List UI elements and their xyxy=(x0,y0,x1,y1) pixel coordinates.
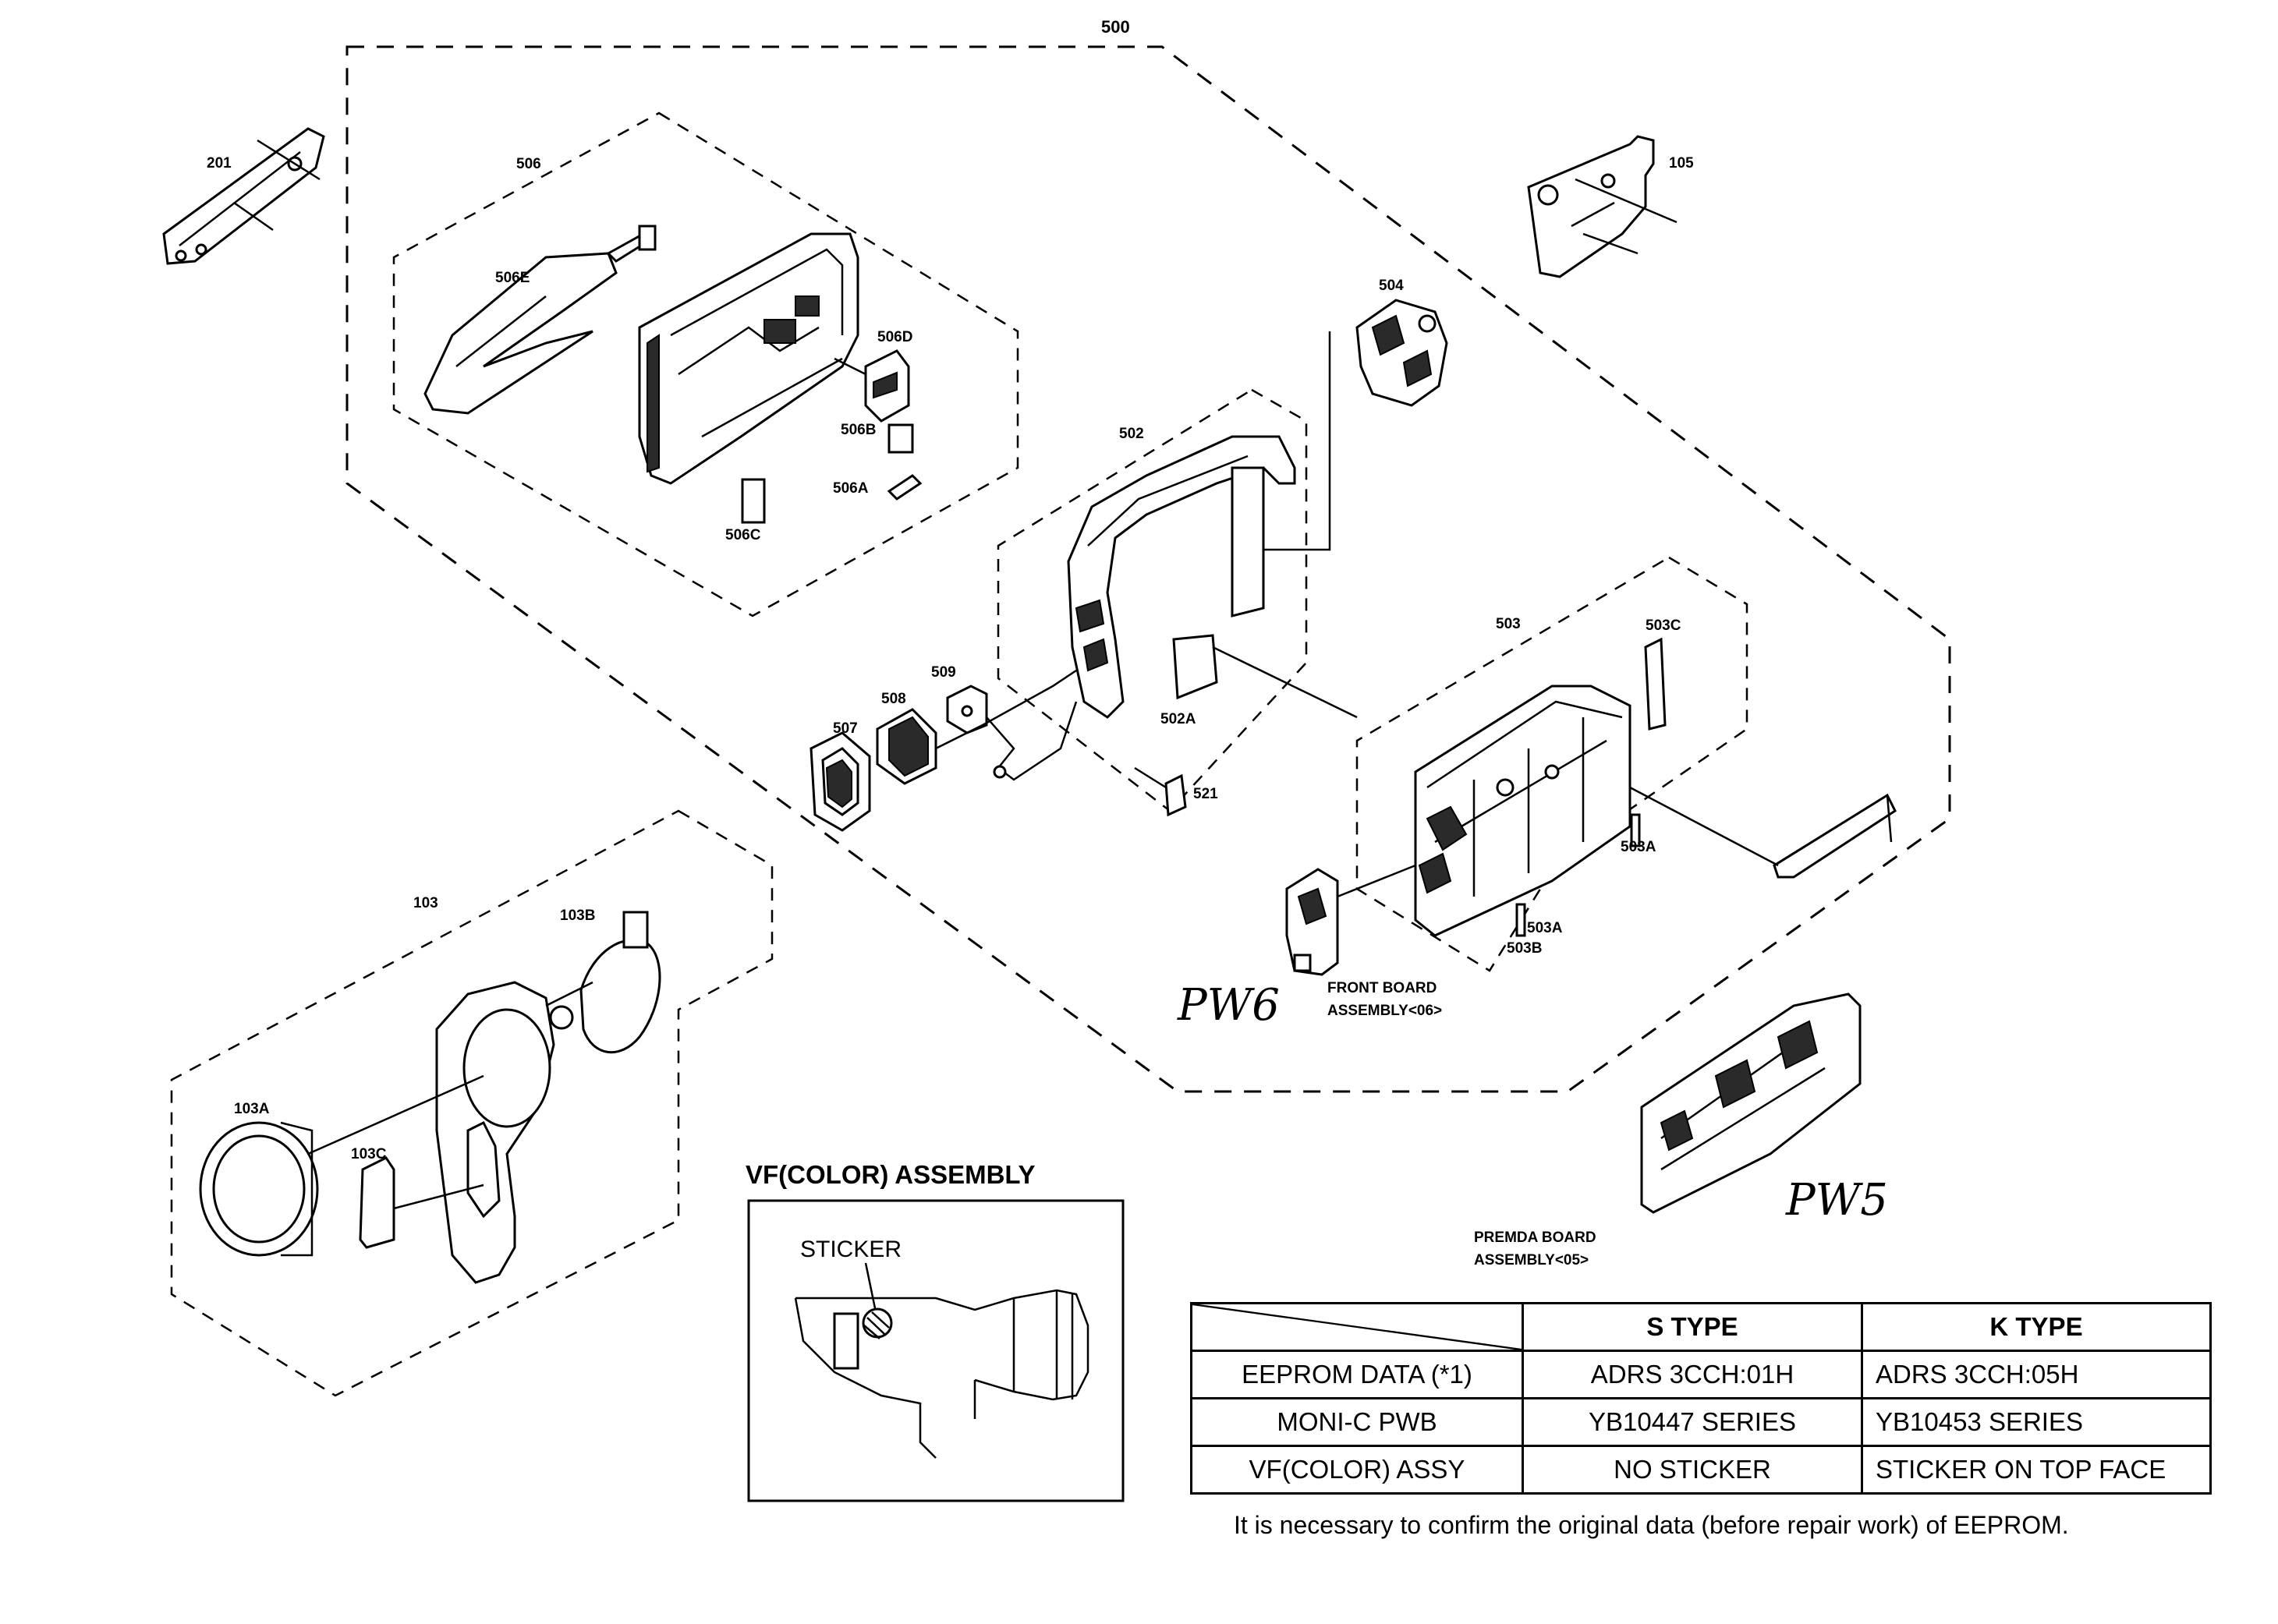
part-105-bracket xyxy=(1527,135,1678,278)
label-506b: 506B xyxy=(841,422,876,438)
assembly-506-outline xyxy=(392,111,1019,617)
part-103a-ring xyxy=(199,1121,319,1257)
label-103b: 103B xyxy=(560,908,595,924)
part-506-grip-case xyxy=(638,232,859,485)
part-103-lens-cover xyxy=(435,981,574,1284)
front-board-label-2: ASSEMBLY<06> xyxy=(1327,1003,1442,1019)
label-103a: 103A xyxy=(234,1101,270,1117)
table-header-row: S TYPE K TYPE xyxy=(1190,1302,2212,1352)
front-board-label-1: FRONT BOARD xyxy=(1327,980,1437,996)
table-cell: VF(COLOR) ASSY xyxy=(1190,1445,1524,1495)
sticker-label: STICKER xyxy=(800,1237,902,1262)
label-500: 500 xyxy=(1101,17,1130,37)
label-503c: 503C xyxy=(1646,617,1681,634)
part-506e-grip-belt xyxy=(423,225,657,415)
part-504 xyxy=(1355,299,1448,407)
label-506a: 506A xyxy=(833,480,869,497)
part-103c xyxy=(359,1156,395,1249)
label-502: 502 xyxy=(1119,426,1144,442)
label-506c: 506C xyxy=(725,527,761,543)
part-506a xyxy=(887,474,923,501)
type-comparison-table: S TYPE K TYPE EEPROM DATA (*1) ADRS 3CCH… xyxy=(1190,1302,2212,1495)
table-header-k-type: K TYPE xyxy=(1861,1302,2212,1352)
label-506d: 506D xyxy=(877,329,912,345)
label-503a-2: 503A xyxy=(1527,920,1563,936)
vf-assembly-frame xyxy=(747,1199,1125,1502)
part-521 xyxy=(1164,773,1187,817)
label-105: 105 xyxy=(1669,155,1694,172)
table-cell: ADRS 3CCH:05H xyxy=(1861,1350,2212,1399)
vf-assembly-title: VF(COLOR) ASSEMBLY xyxy=(746,1160,1036,1189)
part-premda-board xyxy=(1640,992,1862,1214)
part-bracket-right xyxy=(1773,793,1897,879)
table-row: VF(COLOR) ASSY NO STICKER STICKER ON TOP… xyxy=(1190,1445,2212,1495)
premda-label-2: ASSEMBLY<05> xyxy=(1474,1252,1589,1268)
assembly-500-outline xyxy=(345,45,1951,1093)
handwritten-pw6: PW6 xyxy=(1177,980,1280,1031)
part-503c xyxy=(1644,637,1667,731)
table-header-s-type: S TYPE xyxy=(1522,1302,1863,1352)
label-503: 503 xyxy=(1496,616,1521,632)
sticker-mark xyxy=(862,1307,893,1339)
label-504: 504 xyxy=(1379,278,1404,294)
table-row: MONI-C PWB YB10447 SERIES YB10453 SERIES xyxy=(1190,1397,2212,1447)
assembly-103-outline xyxy=(170,809,774,1397)
table-cell: NO STICKER xyxy=(1522,1445,1863,1495)
part-506d xyxy=(864,349,910,423)
table-row: EEPROM DATA (*1) ADRS 3CCH:01H ADRS 3CCH… xyxy=(1190,1350,2212,1399)
table-corner-cell xyxy=(1190,1302,1524,1352)
vf-assembly-drawing xyxy=(794,1262,1089,1459)
part-509 xyxy=(946,685,988,734)
part-503a xyxy=(1515,813,1641,937)
label-509: 509 xyxy=(931,664,956,681)
label-503b: 503B xyxy=(1507,940,1542,957)
label-508: 508 xyxy=(881,691,906,707)
label-103c: 103C xyxy=(351,1146,387,1162)
part-502-frame xyxy=(1067,435,1296,719)
part-506b xyxy=(887,423,914,454)
table-cell: MONI-C PWB xyxy=(1190,1397,1524,1447)
label-507: 507 xyxy=(833,720,858,737)
handwritten-pw5: PW5 xyxy=(1785,1175,1888,1226)
part-201-strap xyxy=(162,127,325,265)
label-103: 103 xyxy=(413,895,438,911)
label-502a: 502A xyxy=(1160,711,1196,727)
part-508-coil xyxy=(876,708,937,785)
table-cell: STICKER ON TOP FACE xyxy=(1861,1445,2212,1495)
table-cell: EEPROM DATA (*1) xyxy=(1190,1350,1524,1399)
table-cell: ADRS 3CCH:01H xyxy=(1522,1350,1863,1399)
part-503-mechanism xyxy=(1414,685,1631,937)
part-502a xyxy=(1172,634,1218,700)
part-front-board xyxy=(1285,868,1339,976)
label-506: 506 xyxy=(516,156,541,172)
label-201: 201 xyxy=(207,155,232,172)
part-506c xyxy=(741,478,766,524)
table-cell: YB10453 SERIES xyxy=(1861,1397,2212,1447)
table-cell: YB10447 SERIES xyxy=(1522,1397,1863,1447)
eeprom-note: It is necessary to confirm the original … xyxy=(1234,1511,2069,1539)
part-507-eyecup xyxy=(810,731,871,832)
label-503a-1: 503A xyxy=(1621,839,1656,855)
label-506e: 506E xyxy=(495,270,530,286)
part-103b-ring xyxy=(579,911,661,1054)
label-521: 521 xyxy=(1193,786,1218,802)
table-corner-diagonal xyxy=(1192,1304,1522,1350)
premda-label-1: PREMDA BOARD xyxy=(1474,1229,1596,1246)
